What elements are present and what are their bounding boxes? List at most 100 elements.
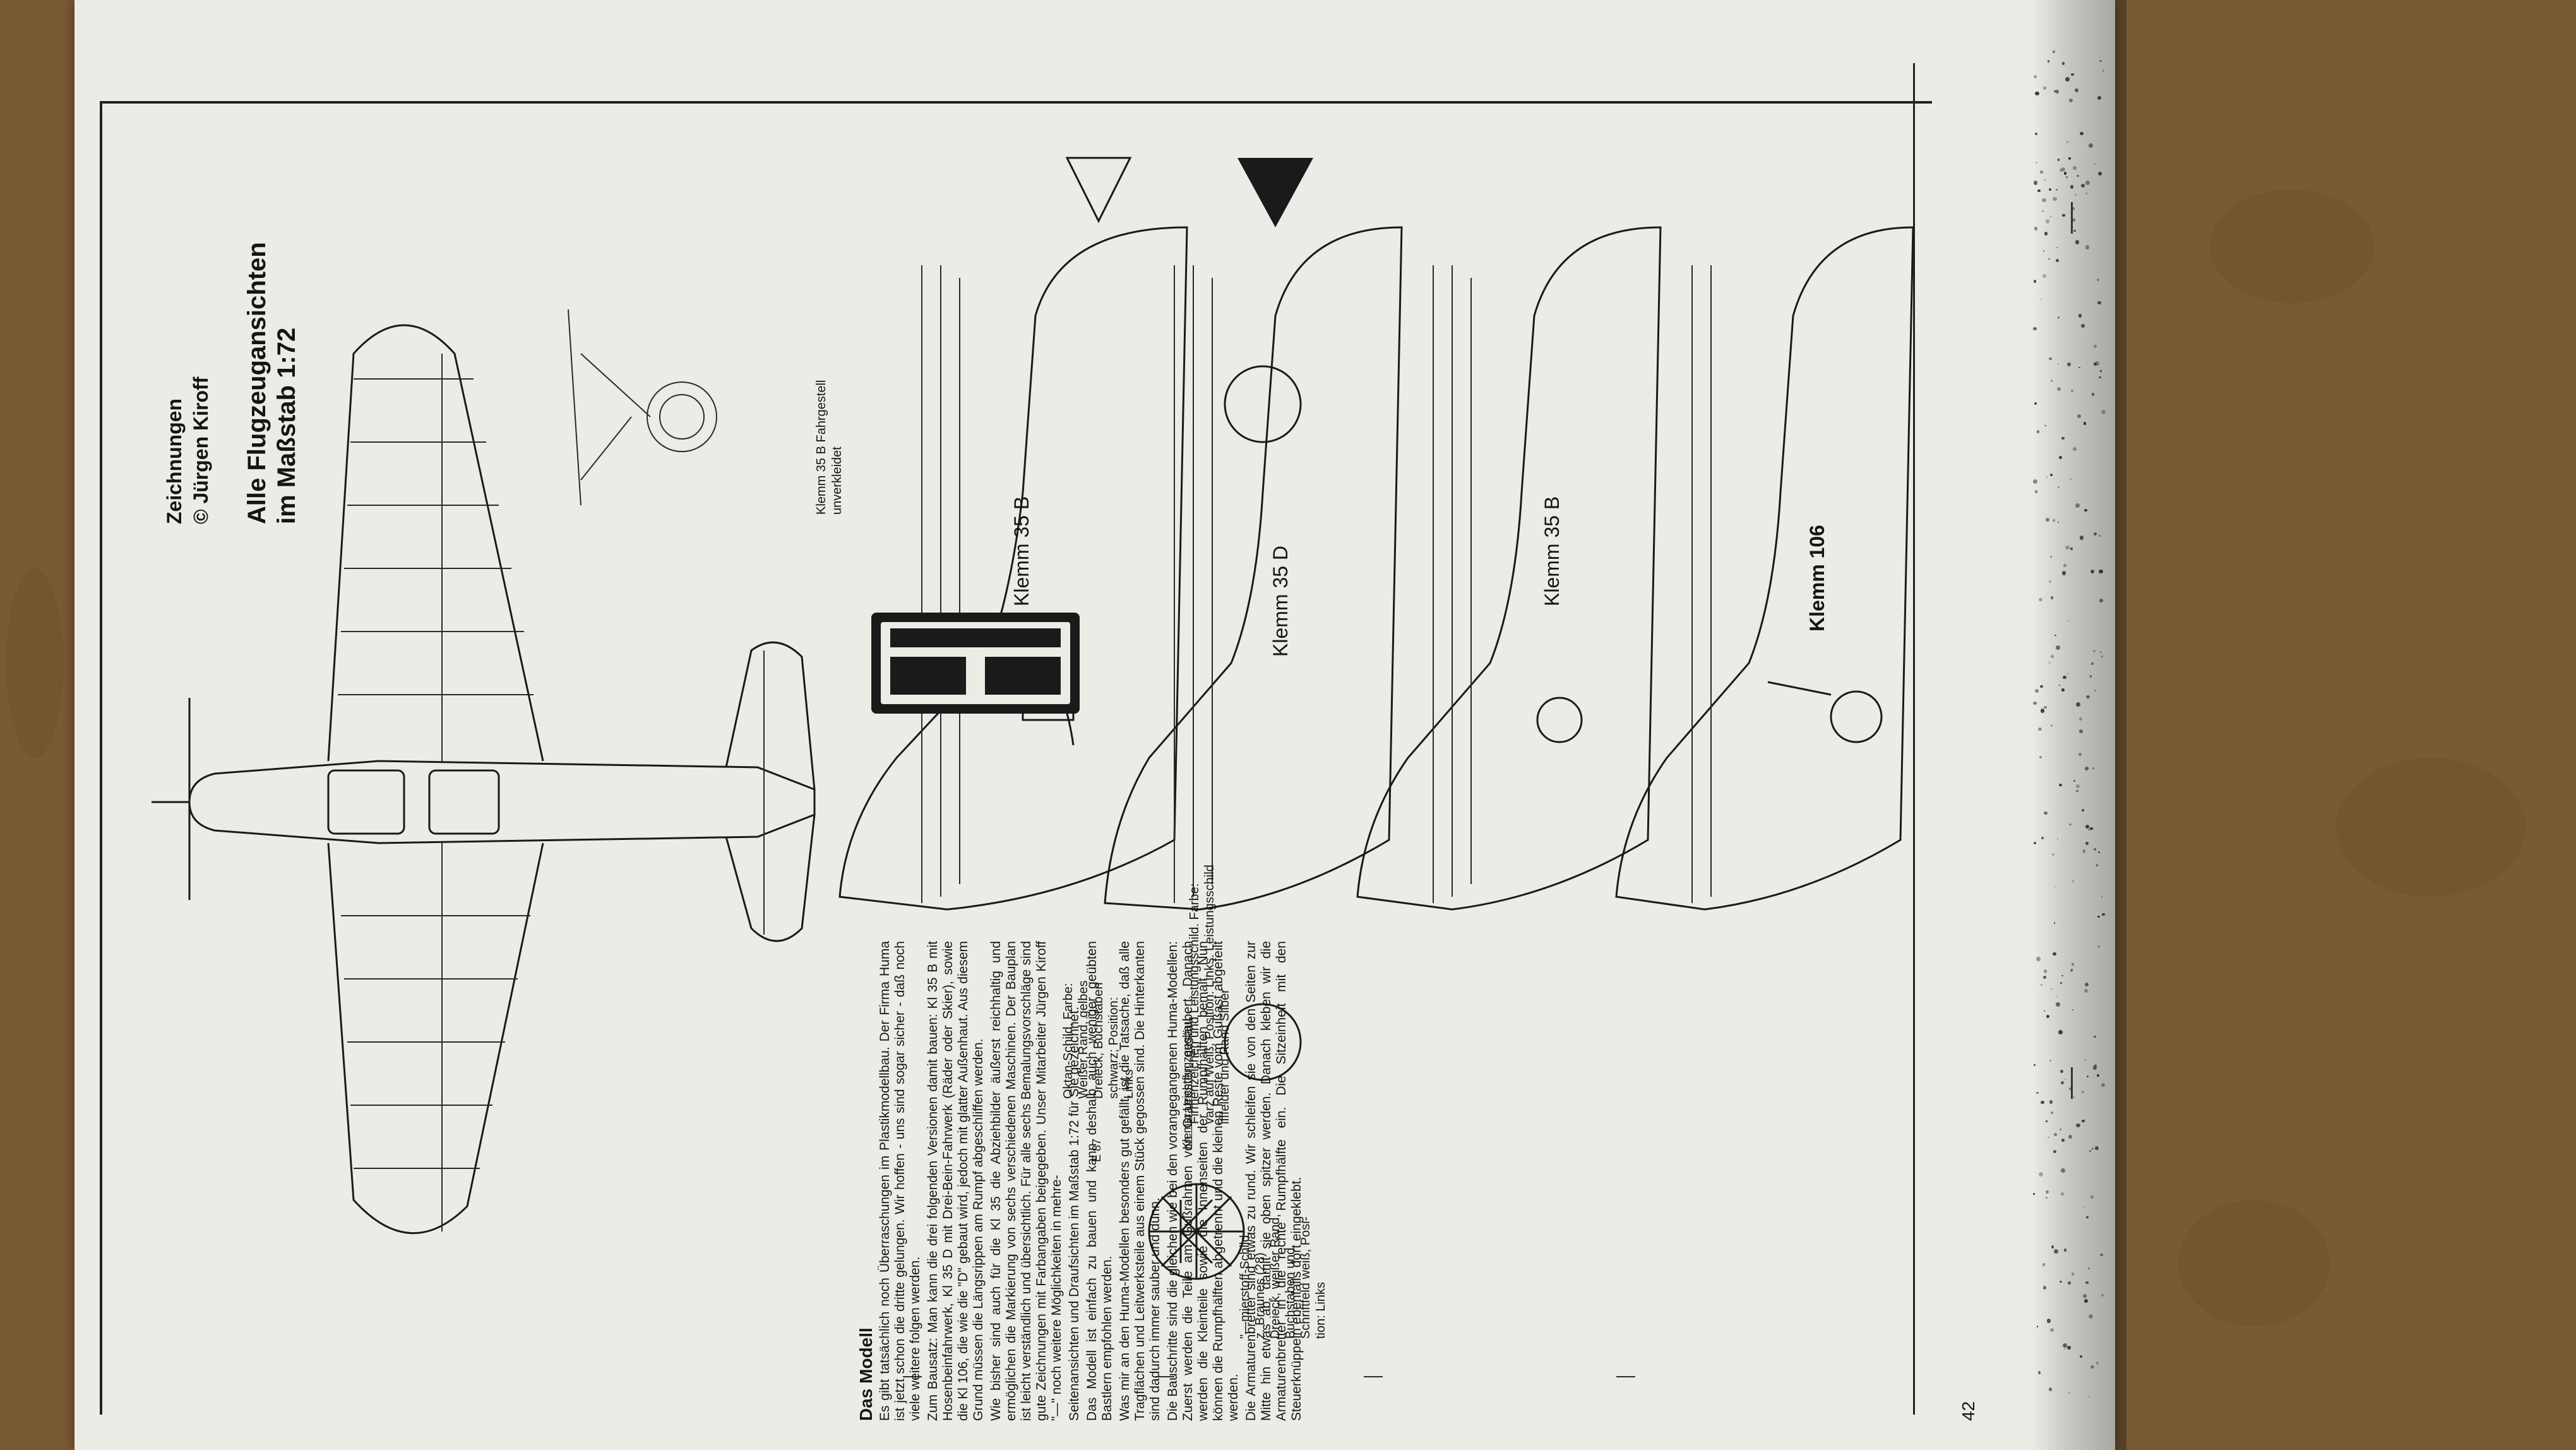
speckle xyxy=(2050,555,2053,558)
speckle xyxy=(2094,344,2097,349)
speckle xyxy=(2058,456,2062,460)
speckle xyxy=(2096,1362,2099,1365)
speckle xyxy=(2040,983,2043,986)
speckle xyxy=(2071,73,2074,76)
speckle xyxy=(2098,851,2101,853)
speckle xyxy=(2078,729,2083,733)
speckle xyxy=(2090,1195,2094,1199)
side-view-klemm-35d xyxy=(1104,226,1403,1081)
speckle xyxy=(2033,1193,2036,1195)
speckle xyxy=(2081,183,2085,188)
speckle xyxy=(2076,789,2078,793)
side-view-klemm-35b-lower xyxy=(1356,226,1662,911)
speckle xyxy=(2053,196,2058,201)
speckle xyxy=(2035,92,2039,96)
speckle xyxy=(2062,1343,2067,1348)
speckle xyxy=(2083,422,2087,425)
speckle xyxy=(2068,1392,2071,1394)
speckle xyxy=(2086,695,2090,699)
speckle xyxy=(2093,848,2097,851)
speckle xyxy=(2078,753,2082,756)
speckle xyxy=(2039,756,2042,759)
speckle xyxy=(2034,402,2037,405)
speckle xyxy=(2044,811,2048,815)
speckle xyxy=(2063,1249,2067,1252)
speckle xyxy=(2049,1100,2053,1104)
speckle xyxy=(2039,1171,2043,1177)
speckle xyxy=(2056,837,2058,839)
speckle xyxy=(2056,259,2060,262)
speckle xyxy=(2043,969,2048,973)
speckle xyxy=(2033,702,2037,705)
speckle xyxy=(2084,989,2088,993)
speckle xyxy=(2092,767,2095,769)
speckle xyxy=(2058,363,2060,365)
speckle xyxy=(2091,393,2095,397)
speckle xyxy=(2099,650,2102,654)
speckle xyxy=(2034,227,2038,231)
speckle xyxy=(2036,430,2040,433)
speckle xyxy=(2097,96,2102,100)
speckle xyxy=(2099,598,2104,603)
speckle xyxy=(2034,1064,2036,1066)
magazine-page xyxy=(75,0,2126,1450)
speckle xyxy=(2083,849,2085,851)
speckle xyxy=(2084,1059,2087,1061)
speckle xyxy=(2049,1328,2054,1333)
speckle xyxy=(2040,708,2045,713)
speckle xyxy=(2099,569,2103,574)
speckle xyxy=(2067,620,2070,622)
speckle xyxy=(2060,1280,2062,1283)
speckle xyxy=(2038,1371,2041,1374)
speckle xyxy=(2099,376,2101,379)
speckle xyxy=(2102,69,2105,72)
gear-caption-line-1: Klemm 35 B Fahrgestell xyxy=(814,380,828,515)
label-klemm-106: Klemm 106 xyxy=(1806,525,1828,632)
speckle xyxy=(2043,1286,2047,1290)
speckle xyxy=(2072,219,2076,222)
speckle xyxy=(2049,1059,2052,1062)
speckle xyxy=(2055,90,2059,93)
speckle xyxy=(2054,1249,2059,1254)
speckle xyxy=(2075,784,2080,788)
speckle xyxy=(2085,983,2089,987)
article-heading: Das Modell xyxy=(856,1327,876,1421)
speckle xyxy=(2053,51,2056,54)
speckle xyxy=(2057,316,2060,319)
speckle xyxy=(2048,580,2051,583)
speckle xyxy=(2085,842,2089,845)
speckle xyxy=(2047,60,2050,63)
speckle xyxy=(2086,1075,2089,1077)
speckle xyxy=(2045,1120,2048,1122)
speckle xyxy=(2094,1035,2097,1038)
speckle xyxy=(2072,1009,2074,1010)
speckle xyxy=(2053,1150,2057,1154)
speckle xyxy=(2034,688,2039,693)
speckle xyxy=(2068,1134,2072,1139)
article-paragraph: Das Modell ist einfach zu bauen und kann… xyxy=(1085,941,1114,1421)
speckle xyxy=(2061,167,2066,172)
speckle xyxy=(2060,1129,2061,1130)
speckle xyxy=(2063,675,2066,680)
speckle xyxy=(2089,1149,2091,1153)
speckle xyxy=(2060,1069,2064,1074)
octane-sign-triangle xyxy=(1065,157,1132,224)
speckle xyxy=(2042,198,2046,203)
speckle xyxy=(2055,645,2060,650)
speckle xyxy=(2091,662,2094,666)
speckle xyxy=(2033,479,2037,484)
speckle xyxy=(2084,1206,2085,1208)
speckle xyxy=(2050,473,2053,476)
speckle xyxy=(2097,945,2101,948)
speckle xyxy=(2064,1078,2066,1081)
speckle xyxy=(2073,229,2076,232)
speckle xyxy=(2085,245,2090,249)
speckle xyxy=(2056,387,2061,392)
speckle xyxy=(2037,189,2041,193)
speckle xyxy=(2061,62,2065,65)
speckle xyxy=(2075,88,2079,93)
article-paragraph: Seitenansichten und Draufsichten im Maßs… xyxy=(1067,1006,1082,1421)
tick-mark-mid xyxy=(2071,1067,2073,1099)
speckle xyxy=(2044,706,2047,709)
